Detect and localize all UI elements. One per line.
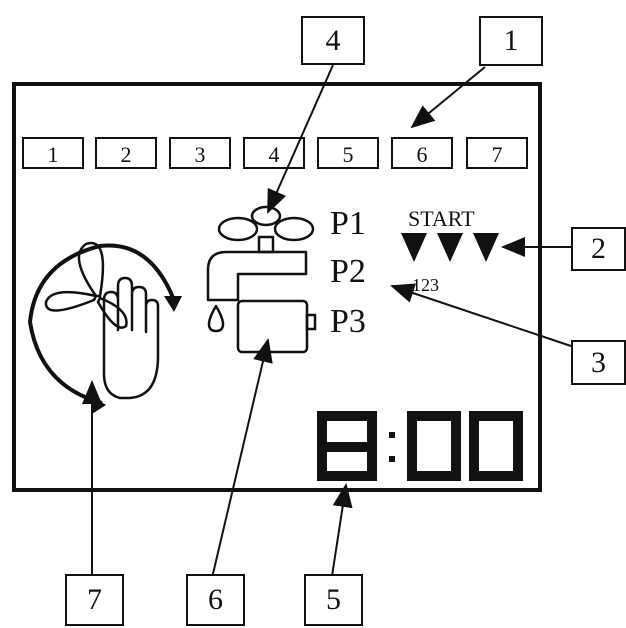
day-segment-7: 7 [466,137,528,169]
callout-box-4: 4 [301,16,365,65]
callout-box-1: 1 [479,16,543,66]
day-segment-2: 2 [95,137,157,169]
callout-box-5: 5 [304,574,363,626]
start-numbers: 123 [412,275,439,295]
day-segment-3: 3 [169,137,231,169]
water-tap-icon [206,205,315,333]
program-label-p2: P2 [330,253,366,290]
triangle-down-icon [401,233,499,262]
program-label-p1: P1 [330,205,366,242]
day-segment-6: 6 [391,137,453,169]
container-icon [236,299,317,354]
day-segment-5: 5 [317,137,379,169]
day-segment-1: 1 [22,137,84,169]
callout-box-6: 6 [186,574,245,626]
hand-icon [102,276,160,400]
callout-box-7: 7 [65,574,124,626]
time-display-digits [317,411,523,481]
callout-box-2: 2 [571,227,626,271]
leader-lines [82,64,572,579]
callout-box-3: 3 [571,340,626,385]
start-label: START [408,206,475,231]
program-label-p3: P3 [330,303,366,340]
